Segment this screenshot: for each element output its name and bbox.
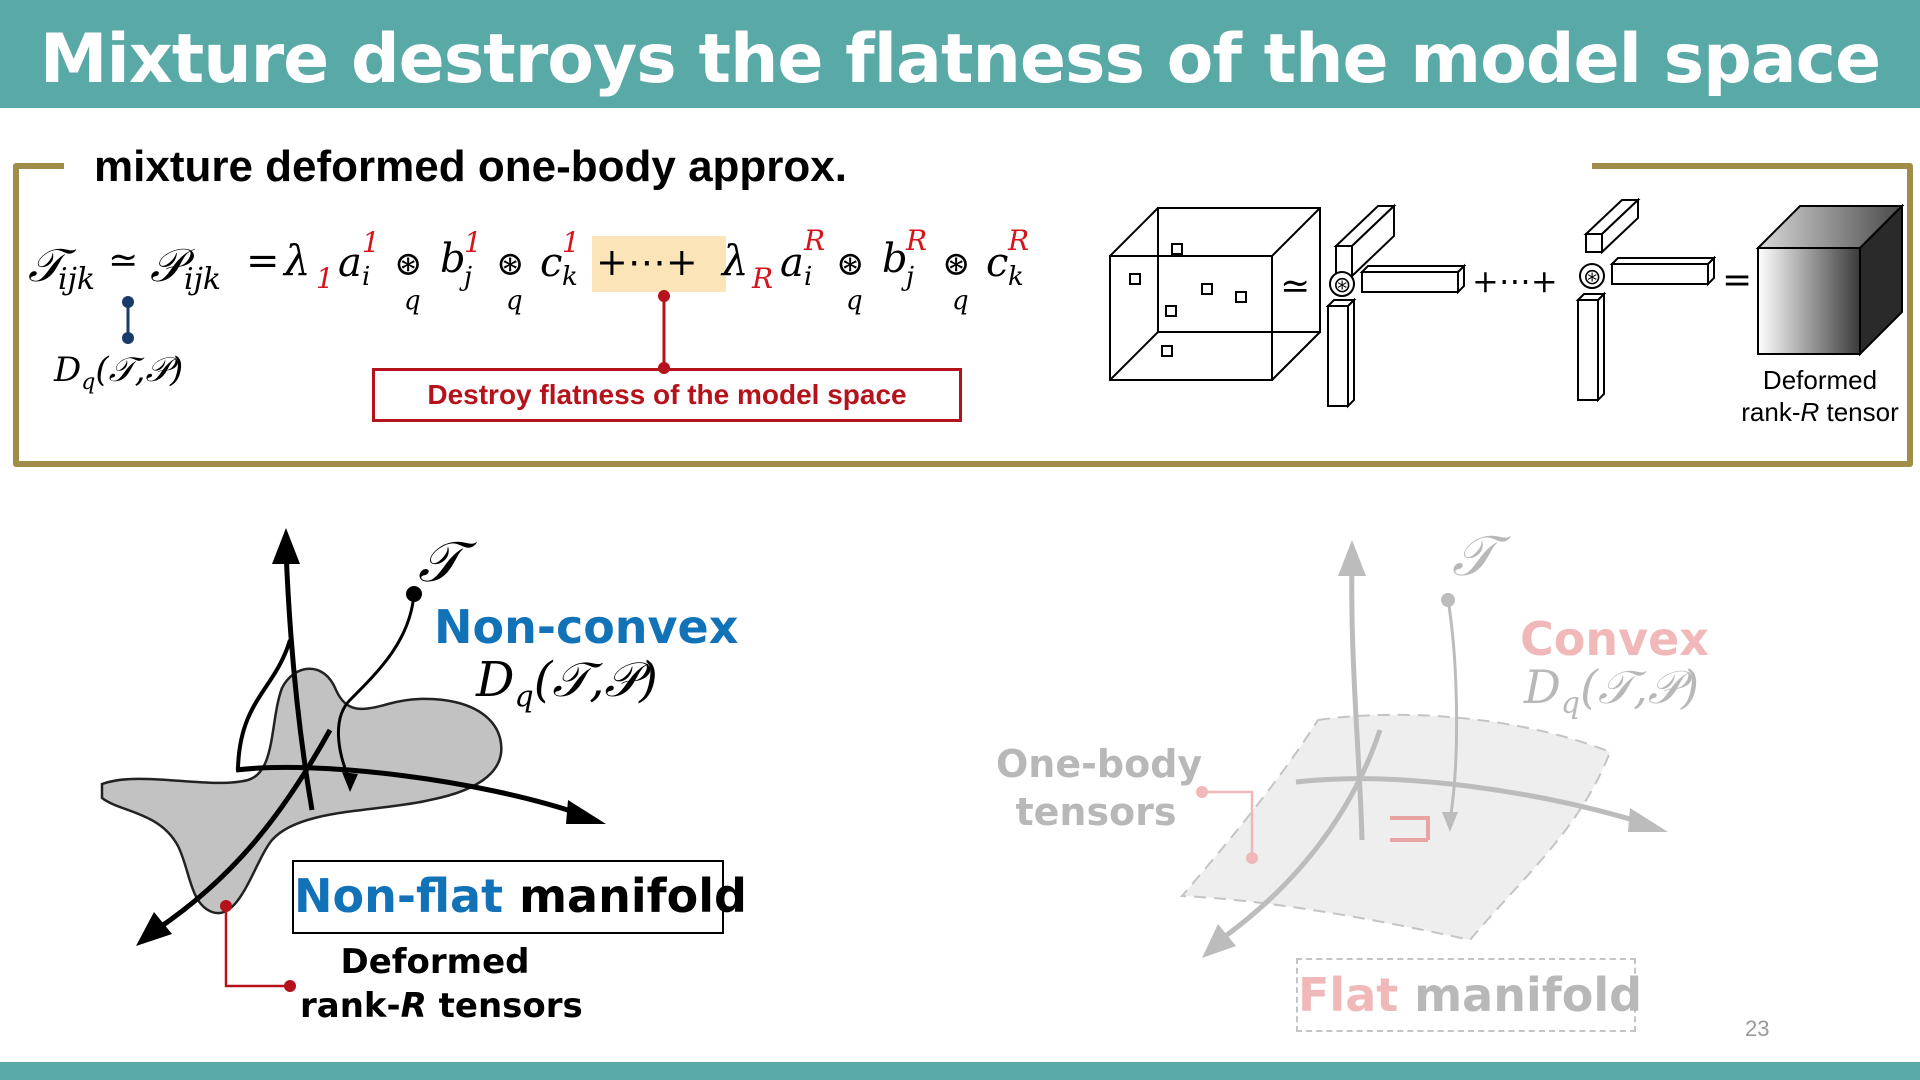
- manifold-shape: [100, 667, 503, 915]
- non-flat-manifold-diagram: [100, 528, 606, 992]
- divergence-connector: [122, 296, 134, 344]
- right-diagonal-axis-arrow: [1202, 924, 1236, 958]
- right-point-label: 𝒯: [1452, 524, 1495, 589]
- tensors-connector: [224, 906, 290, 988]
- diagonal-axis: [154, 728, 333, 933]
- svg-text:⊛: ⊛: [1333, 273, 1351, 298]
- diagonal-axis-arrow: [136, 912, 172, 946]
- slide-title: Mixture destroys the flatness of the mod…: [39, 20, 1881, 99]
- surface-curve: [236, 639, 292, 769]
- right-onebody-line1: One-body: [996, 742, 1203, 786]
- left-point-label: 𝒯: [418, 530, 461, 595]
- right-horizontal-axis: [1295, 776, 1641, 825]
- tensor-cube-diagram: [1109, 207, 1321, 381]
- projection-arrow: [342, 772, 358, 792]
- svg-text:⊛: ⊛: [1583, 265, 1601, 290]
- box-border: [13, 163, 1913, 467]
- right-onebody-label: One-body tensors: [996, 740, 1203, 836]
- equation-highlight: [592, 236, 726, 292]
- left-divergence-label: Dq(𝒯,𝒫): [476, 652, 658, 715]
- onebody-connector: [1202, 790, 1254, 858]
- right-horizontal-axis-arrow: [1628, 808, 1668, 832]
- left-manifold-colored: Non-flat: [294, 869, 504, 923]
- callout-box: Destroy flatness of the model space: [372, 368, 962, 422]
- rank-one-component-1: ⊛: [1325, 203, 1467, 409]
- left-tensors-label: Deformed rank-R tensors: [300, 940, 583, 1028]
- flat-manifold-diagram: [1179, 540, 1668, 958]
- deformed-tensor-cube: [1755, 203, 1905, 357]
- left-manifold-rest: manifold: [503, 869, 747, 923]
- flat-surface: [1179, 713, 1612, 942]
- right-projection-arrow: [1442, 812, 1458, 832]
- left-manifold-box: Non-flat manifold: [292, 860, 747, 934]
- left-tensors-line2: rank-R tensors: [300, 986, 583, 1026]
- right-vertical-axis-arrow: [1338, 540, 1366, 576]
- page-number: 23: [1745, 1016, 1770, 1041]
- vertical-axis-arrow: [272, 528, 300, 564]
- horizontal-axis: [235, 764, 581, 817]
- approx-symbol: ≃: [1280, 266, 1310, 307]
- left-convexity-label: Non-convex: [434, 600, 739, 654]
- orthogonal-mark: [1390, 816, 1430, 842]
- tensor-caption-line1: Deformed: [1762, 365, 1878, 395]
- right-onebody-line2: tensors: [1015, 790, 1177, 834]
- left-tensors-line1: Deformed: [340, 942, 530, 982]
- box-heading: mixture deformed one-body approx.: [94, 142, 847, 191]
- projection-curve: [336, 593, 416, 781]
- box-divergence-label: Dq(𝒯,𝒫): [54, 350, 184, 395]
- vertical-axis: [283, 549, 315, 811]
- right-manifold-box: Flat manifold: [1296, 958, 1642, 1032]
- plus-dots: +⋯+: [1472, 262, 1558, 300]
- right-projection-curve: [1446, 599, 1459, 821]
- right-vertical-axis: [1349, 559, 1365, 841]
- right-manifold-rest: manifold: [1398, 968, 1643, 1022]
- right-divergence-label: Dq(𝒯,𝒫): [1524, 660, 1700, 722]
- equals-symbol: =: [1722, 260, 1752, 301]
- right-convexity-label: Convex: [1520, 612, 1709, 666]
- bottom-bar: [0, 1062, 1920, 1080]
- tensor-caption-line2: rank-R tensor: [1741, 397, 1899, 427]
- horizontal-axis-arrow: [566, 800, 606, 824]
- callout-connector: [658, 290, 670, 374]
- right-diagonal-axis: [1218, 729, 1383, 943]
- right-manifold-colored: Flat: [1298, 968, 1399, 1022]
- title-bar: [0, 0, 1920, 108]
- rank-one-component-r: ⊛: [1575, 197, 1717, 403]
- tensor-caption: Deformed rank-R tensor: [1730, 364, 1910, 428]
